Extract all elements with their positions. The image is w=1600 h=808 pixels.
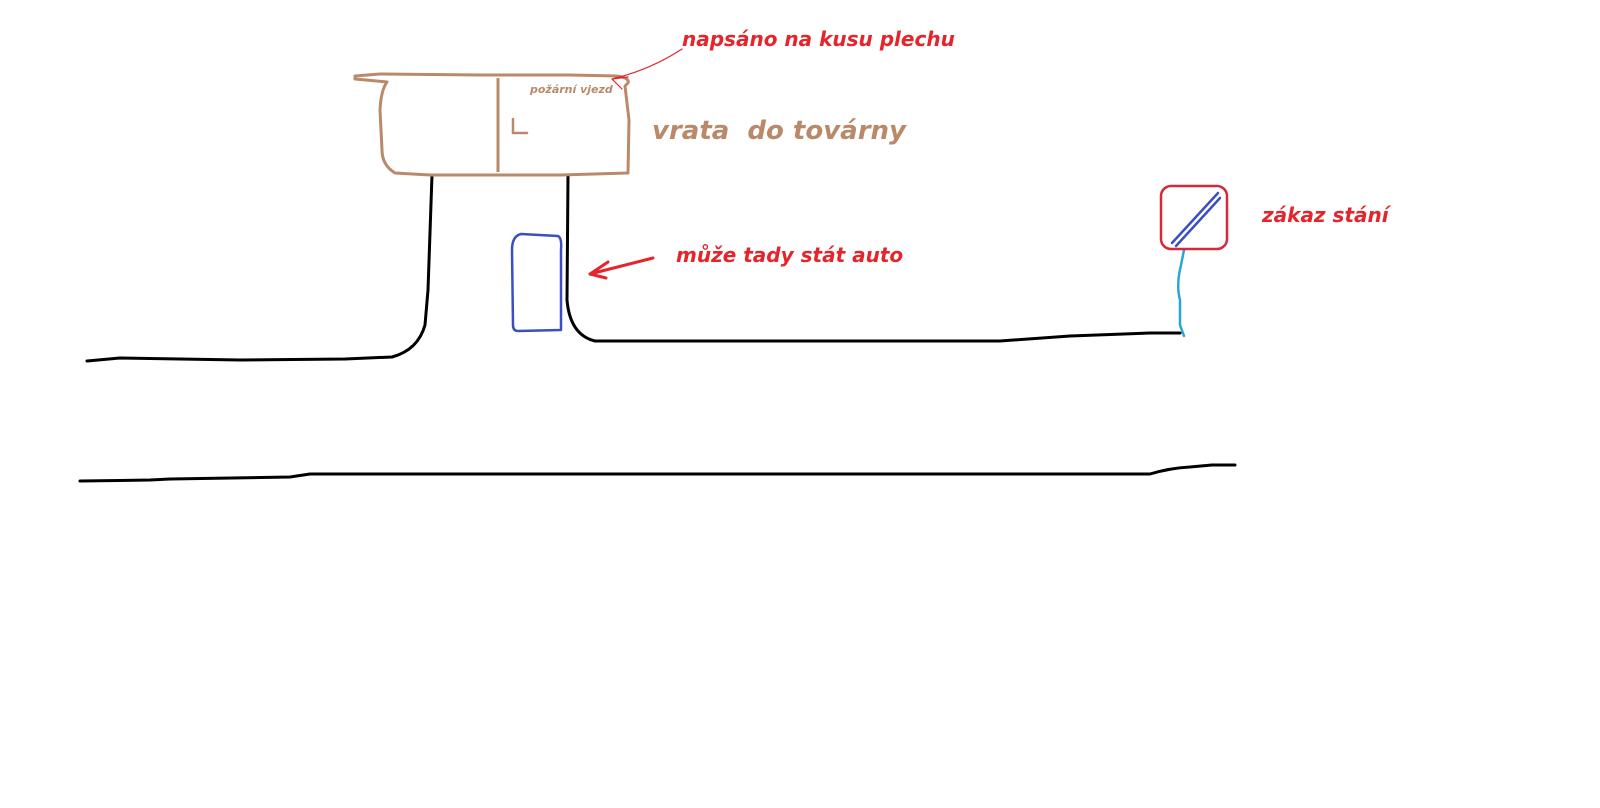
gate-label: vrata do továrny [652,116,907,146]
factory-gate: požární vjezd [353,72,631,177]
gate-plate-text: požární vjezd [529,83,613,96]
no-parking-label: zákaz stání [1261,203,1392,227]
road-edge-upper-left [85,173,434,363]
road-edge-upper-right [565,173,1182,343]
no-parking-sign [1159,184,1229,338]
sign-note-label: napsáno na kusu plechu [682,27,955,51]
no-parking-sign-ring [1159,184,1229,251]
car-icon [510,232,563,333]
no-parking-sign-pole [1177,248,1186,338]
road-edge-lower [78,463,1237,483]
car-note-arrow [588,256,655,280]
no-parking-sign-slash [1170,191,1222,248]
sign-note-pointer [611,48,683,90]
car-note-label: může tady stát auto [676,243,903,267]
gate-handle [511,117,529,135]
